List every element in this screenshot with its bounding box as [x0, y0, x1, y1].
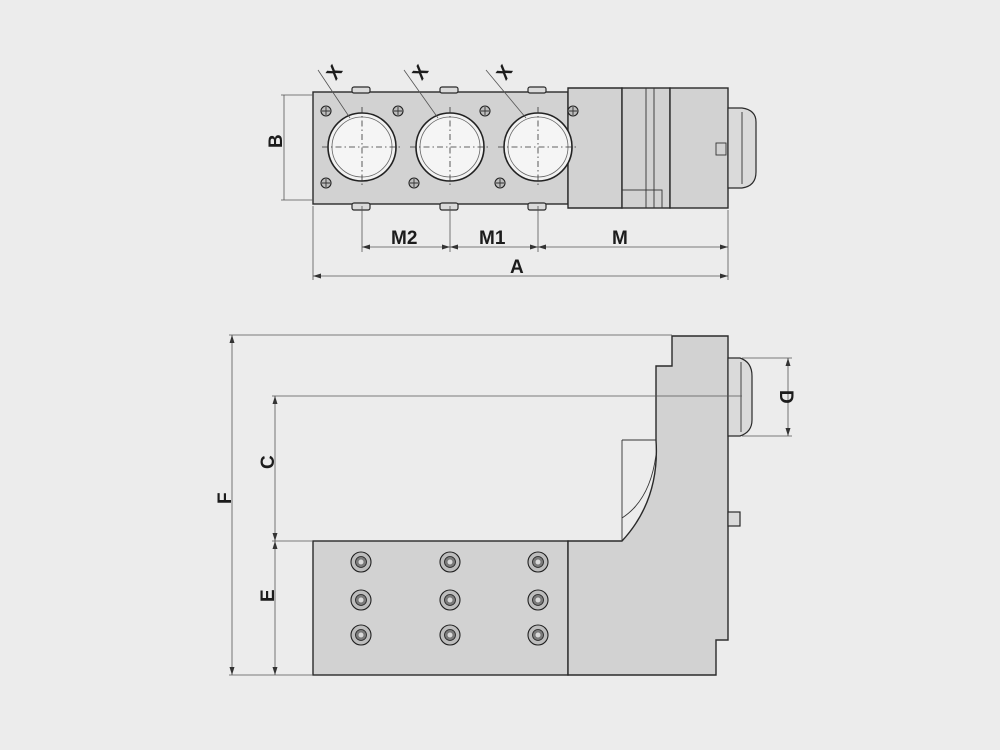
screw-r1-c3 [527, 551, 549, 573]
screw-r1-c2 [439, 551, 461, 573]
dimension-b: B [266, 94, 313, 201]
top-view-studs [351, 86, 547, 211]
dimension-d-label: D [775, 390, 796, 404]
screw-r3-c1 [350, 624, 372, 646]
screw-r3-c2 [439, 624, 461, 646]
screw-r2-c3 [527, 589, 549, 611]
screw-r2-c1 [350, 589, 372, 611]
side-view-screw-grid [350, 551, 549, 646]
dimension-c: C [258, 396, 279, 541]
dimension-c-label: C [258, 455, 279, 469]
dimension-m1-label: M1 [479, 228, 506, 249]
dimension-e: E [258, 541, 279, 675]
top-view-mounting-holes [320, 105, 579, 189]
dimension-a: A [313, 257, 728, 279]
dimension-f-label: F [215, 492, 236, 504]
side-view: F C E D [215, 334, 796, 676]
top-view-end-block [567, 87, 623, 209]
screw-r1-c1 [350, 551, 372, 573]
dimension-m-label: M [612, 228, 628, 249]
top-view-port-2 [410, 107, 490, 187]
side-view-valve-body [567, 335, 729, 676]
dimension-e-label: E [258, 589, 279, 602]
screw-r3-c3 [527, 624, 549, 646]
dimension-d: D [775, 358, 796, 436]
dimension-m-chain: M2 M1 M [362, 228, 728, 250]
side-view-pin [727, 511, 741, 527]
dimension-b-label: B [266, 134, 287, 148]
side-view-knob [727, 357, 753, 437]
port-label-2: X [409, 61, 434, 84]
port-label-3: X [493, 61, 518, 84]
top-view-port-1 [322, 107, 402, 187]
port-label-1: X [323, 61, 348, 84]
dimension-f: F [215, 335, 236, 675]
top-view: X X X B M2 M1 M [266, 61, 757, 280]
screw-r2-c2 [439, 589, 461, 611]
top-view-actuator [669, 87, 729, 209]
dimension-a-label: A [510, 257, 524, 278]
top-view-port-3 [498, 107, 578, 187]
dimension-m2-label: M2 [391, 228, 417, 249]
